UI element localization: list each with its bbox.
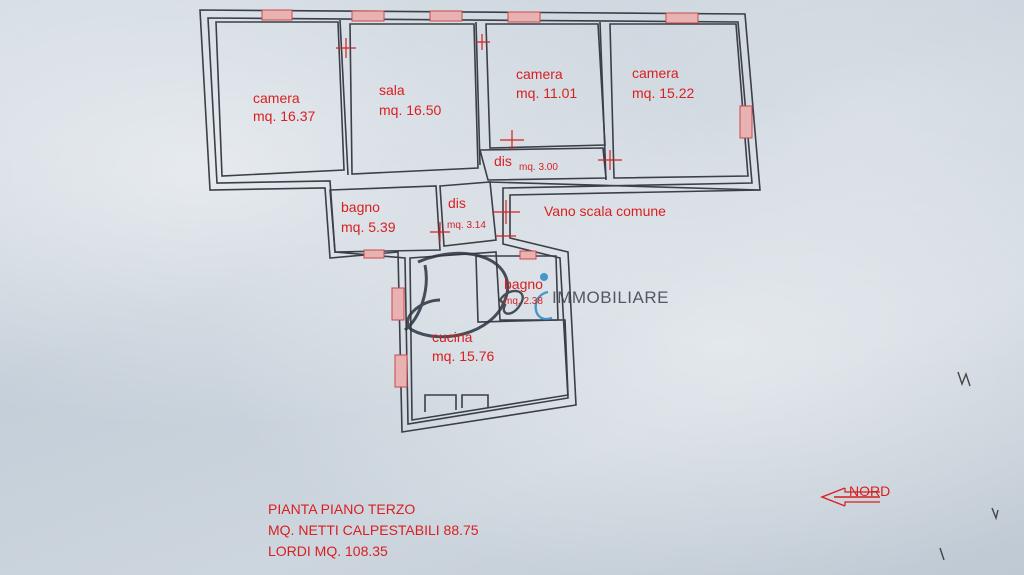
- window-8: [394, 354, 408, 388]
- corridor-1-area: mq. 3.00: [519, 162, 558, 173]
- north-arrow-icon: [820, 487, 880, 507]
- window-10: [519, 250, 537, 260]
- walls: [199, 9, 761, 433]
- partition-camera-sala: [339, 19, 349, 176]
- upper-inner-wall: [207, 17, 753, 425]
- north-arrow: NORD: [820, 483, 890, 507]
- room-3-area: mq. 11.01: [516, 85, 577, 101]
- room-7-area: mq. 2.38: [504, 296, 543, 307]
- window-5: [665, 12, 699, 24]
- window-1: [261, 9, 293, 21]
- footer-line-3: LORDI MQ. 108.35: [268, 543, 388, 559]
- room-7-name: bagno: [504, 276, 543, 292]
- window-9: [363, 249, 385, 259]
- room-6-area: mq. 15.76: [432, 348, 494, 364]
- corridor-2-name: dis: [448, 195, 466, 211]
- cross-markers: [336, 34, 622, 242]
- room-4-area: mq. 15.22: [632, 85, 694, 101]
- footer-line-2: MQ. NETTI CALPESTABILI 88.75: [268, 522, 479, 538]
- window-2: [351, 10, 385, 22]
- logo-e: [498, 289, 524, 315]
- window-6: [739, 105, 753, 139]
- room-2-name: sala: [379, 82, 405, 98]
- footer-block: PIANTA PIANO TERZO MQ. NETTI CALPESTABIL…: [268, 501, 479, 559]
- partition-sala-camera: [475, 21, 481, 166]
- kitchen-sink: [461, 394, 489, 408]
- logo-dot: [540, 273, 548, 281]
- corridor-1-name: dis: [494, 153, 512, 169]
- watermark-logo: IMMOBILIARE: [404, 251, 669, 339]
- room-2-area: mq. 16.50: [379, 102, 441, 118]
- stair-wall: [487, 181, 761, 191]
- bagno1-box: [329, 185, 441, 253]
- paper-specks: [939, 371, 999, 561]
- north-label: NORD: [849, 483, 890, 499]
- window-7: [391, 287, 405, 321]
- room-5-area: mq. 5.39: [341, 219, 396, 235]
- corridor-2-area: mq. 3.14: [447, 220, 486, 231]
- footer-line-1: PIANTA PIANO TERZO: [268, 501, 415, 517]
- inner-camera1: [215, 21, 345, 177]
- watermark-text: IMMOBILIARE: [552, 288, 669, 307]
- kitchen-counter: [424, 394, 457, 412]
- windows: [261, 9, 753, 388]
- logo-swirl: [404, 251, 510, 339]
- logo-c: [534, 290, 553, 321]
- room-labels: camera mq. 16.37 sala mq. 16.50 camera m…: [253, 65, 694, 364]
- cucina-box: [409, 251, 569, 421]
- room-1-name: camera: [253, 90, 300, 106]
- inner-sala: [349, 23, 479, 175]
- room-5-name: bagno: [341, 199, 380, 215]
- room-1-area: mq. 16.37: [253, 108, 315, 124]
- stairwell-label: Vano scala comune: [544, 203, 666, 219]
- room-3-name: camera: [516, 66, 563, 82]
- window-4: [507, 11, 541, 23]
- room-4-name: camera: [632, 65, 679, 81]
- window-3: [429, 10, 463, 22]
- inner-camera2: [485, 23, 606, 149]
- inner-camera3: [609, 23, 749, 179]
- corridor-dis-top: [478, 147, 607, 181]
- room-6-name: cucina: [432, 329, 473, 345]
- dis-box: [439, 181, 497, 247]
